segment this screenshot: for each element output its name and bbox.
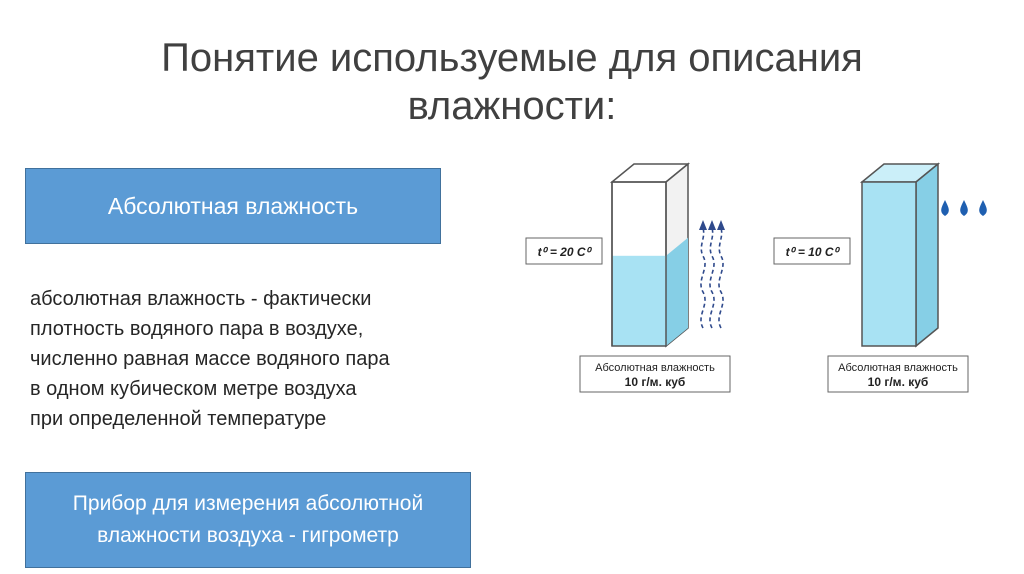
slide-title-line-2: влажности: bbox=[407, 84, 617, 128]
slide-title: Понятие используемые для описания влажно… bbox=[100, 34, 924, 130]
absolute-humidity-label: Абсолютная влажность bbox=[107, 192, 359, 219]
drop-icon bbox=[979, 200, 987, 216]
definition-line: абсолютная влажность - фактически bbox=[30, 288, 372, 310]
vapor-arrowheads bbox=[699, 220, 725, 230]
container-front-face bbox=[861, 181, 917, 347]
definition-text: абсолютная влажность - фактически плотно… bbox=[30, 284, 470, 434]
slide-title-line-1: Понятие используемые для описания bbox=[161, 36, 863, 80]
water-level bbox=[862, 182, 916, 346]
drop-icon bbox=[941, 200, 949, 216]
caption-line-2: 10 г/м. куб bbox=[868, 375, 929, 389]
drop-icon bbox=[960, 200, 968, 216]
temperature-text: t⁰ = 10 C⁰ bbox=[786, 245, 841, 259]
temperature-label-20c: t⁰ = 20 C⁰ bbox=[525, 237, 603, 265]
temperature-text: t⁰ = 20 C⁰ bbox=[538, 245, 593, 259]
container-20c bbox=[609, 162, 691, 348]
water-level bbox=[612, 255, 666, 346]
caption-line-2: 10 г/м. куб bbox=[625, 375, 686, 389]
definition-line: в одном кубическом метре воздуха bbox=[30, 378, 357, 400]
container-side-face bbox=[915, 162, 939, 348]
caption-line-1: Абсолютная влажность bbox=[595, 362, 715, 374]
caption-10c: Абсолютная влажность 10 г/м. куб bbox=[827, 355, 969, 393]
vapor-arrow bbox=[718, 227, 724, 329]
hygrometer-line-1: Прибор для измерения абсолютной bbox=[72, 492, 424, 515]
hygrometer-box: Прибор для измерения абсолютной влажност… bbox=[25, 472, 471, 568]
hygrometer-line-2: влажности воздуха - гигрометр bbox=[97, 524, 399, 547]
caption-20c: Абсолютная влажность 10 г/м. куб bbox=[579, 355, 731, 393]
water-side bbox=[666, 237, 688, 346]
temperature-label-10c: t⁰ = 10 C⁰ bbox=[773, 237, 851, 265]
vapor-arrow bbox=[709, 227, 715, 329]
definition-line: при определенной температуре bbox=[30, 408, 327, 430]
caption-line-1: Абсолютная влажность bbox=[838, 362, 958, 374]
humidity-diagram: t⁰ = 20 C⁰ Абсолютная влажность 10 г/м. … bbox=[525, 162, 987, 393]
water-drops bbox=[941, 200, 987, 216]
definition-line: численно равная массе водяного пара bbox=[30, 348, 390, 370]
absolute-humidity-box: Абсолютная влажность bbox=[25, 168, 441, 244]
vapor-arrow bbox=[700, 227, 706, 329]
vapor-arrows bbox=[700, 227, 724, 329]
definition-line: плотность водяного пара в воздухе, bbox=[30, 318, 364, 340]
container-10c bbox=[859, 162, 941, 348]
